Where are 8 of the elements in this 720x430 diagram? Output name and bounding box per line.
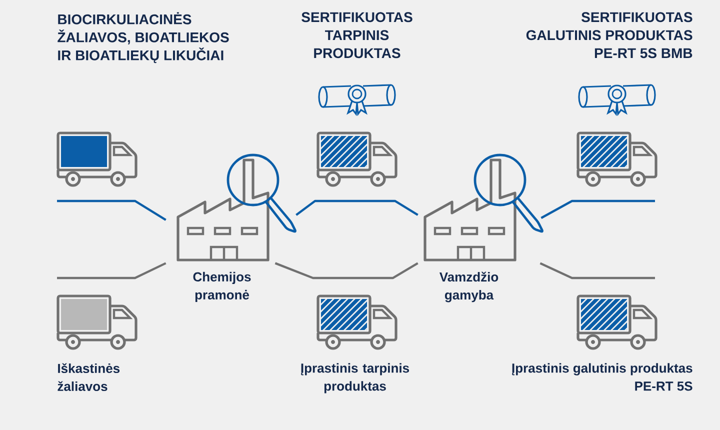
heading: SERTIFIKUOTAS GALUTINIS PRODUKTAS PE-RT 5S BMB [526, 12, 692, 58]
heading: BIOCIRKULIACINĖS ŽALIAVOS, BIOATLIEKOS IR BIOATLIEKŲ LIKUČIAI [58, 12, 229, 64]
factory-caption: Vamzdžio gamyba [439, 272, 498, 302]
truck-caption: Įprastinis galutinis produktas PE-RT 5S [512, 363, 692, 391]
truck-caption: Iškastinės žaliavos [58, 363, 120, 392]
factory-caption: Chemijos pramonė [193, 272, 251, 302]
heading: SERTIFIKUOTAS TARPINIS PRODUKTAS [302, 12, 412, 58]
truck-caption: Įprastinis tarpinis produktas [301, 363, 410, 394]
